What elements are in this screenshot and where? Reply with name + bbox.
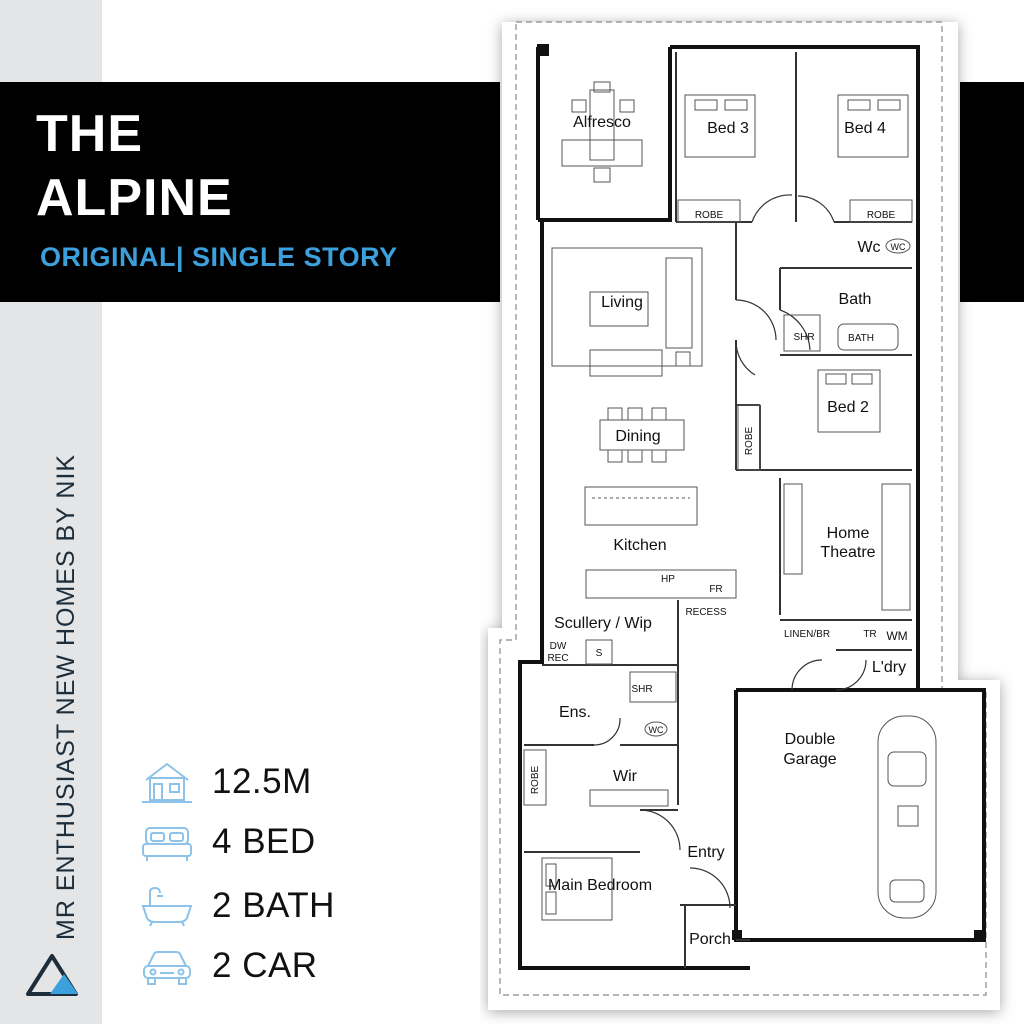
title-banner <box>0 82 500 302</box>
label-wc-ens: WC <box>649 725 664 735</box>
stat-bath-label: 2 BATH <box>212 886 335 925</box>
brand-name: MR ENTHUSIAST NEW HOMES BY NIK <box>52 453 80 940</box>
room-alfresco: Alfresco <box>573 114 631 131</box>
house-width-icon <box>142 762 192 803</box>
label-robe-bed3: ROBE <box>695 210 724 221</box>
stat-bed-label: 4 BED <box>212 822 316 861</box>
room-bed-4: Bed 4 <box>844 120 886 137</box>
label-recess: RECESS <box>685 607 726 618</box>
room-scullery: Scullery / Wip <box>554 615 652 632</box>
brand-logo-icon <box>26 954 78 996</box>
room-ensuite: Ens. <box>559 704 591 721</box>
room-kitchen: Kitchen <box>613 537 666 554</box>
label-dw: DW <box>550 641 567 652</box>
stat-width-label: 12.5M <box>212 762 312 801</box>
plan-paper <box>488 22 1000 1010</box>
room-wir: Wir <box>613 768 638 785</box>
room-porch: Porch <box>689 931 731 948</box>
floor-plan: Alfresco Bed 3 Bed 4 Wc Living Bath Bed … <box>488 21 1000 1010</box>
stat-bath: 2 BATH <box>140 884 335 928</box>
label-wc-fixture: WC <box>891 242 906 252</box>
room-entry: Entry <box>687 844 724 861</box>
label-hp: HP <box>661 574 675 585</box>
room-double-garage-line1: Double <box>785 731 836 748</box>
label-rec: REC <box>547 653 568 664</box>
stat-bed: 4 BED <box>140 820 316 864</box>
label-shr-ens: SHR <box>631 684 652 695</box>
bed-icon <box>142 827 192 861</box>
room-bed-3: Bed 3 <box>707 120 749 137</box>
title-line-1: THE <box>36 105 143 163</box>
room-bed-2: Bed 2 <box>827 399 869 416</box>
room-dining: Dining <box>615 428 660 445</box>
label-robe-bed2: ROBE <box>744 427 755 456</box>
label-tr: TR <box>863 629 876 640</box>
label-linen: LINEN/BR <box>784 629 830 640</box>
label-wm: WM <box>886 629 907 643</box>
room-home-theatre-line2: Theatre <box>820 544 875 561</box>
label-sink: S <box>596 648 603 659</box>
lot-boundary <box>499 21 987 996</box>
car-icon <box>143 951 191 985</box>
stat-car-label: 2 CAR <box>212 946 318 985</box>
room-wc: Wc <box>857 239 880 256</box>
title-line-2: ALPINE <box>36 169 233 227</box>
room-bath: Bath <box>839 291 872 308</box>
stat-car: 2 CAR <box>140 944 318 988</box>
label-robe-bed4: ROBE <box>867 210 896 221</box>
room-main-bedroom: Main Bedroom <box>548 877 652 894</box>
bathtub-icon <box>141 886 193 927</box>
label-robe-main: ROBE <box>530 766 541 795</box>
room-laundry: L'dry <box>872 659 906 676</box>
subtitle: ORIGINAL| SINGLE STORY <box>40 242 398 272</box>
room-living: Living <box>601 294 643 311</box>
label-fr: FR <box>709 584 722 595</box>
room-home-theatre-line1: Home <box>827 525 870 542</box>
label-shr-bath: SHR <box>793 332 814 343</box>
stat-width: 12.5M <box>140 760 312 804</box>
banner-right-segment <box>960 82 1024 302</box>
label-bath-tub: BATH <box>848 333 874 344</box>
room-double-garage-line2: Garage <box>783 751 836 768</box>
